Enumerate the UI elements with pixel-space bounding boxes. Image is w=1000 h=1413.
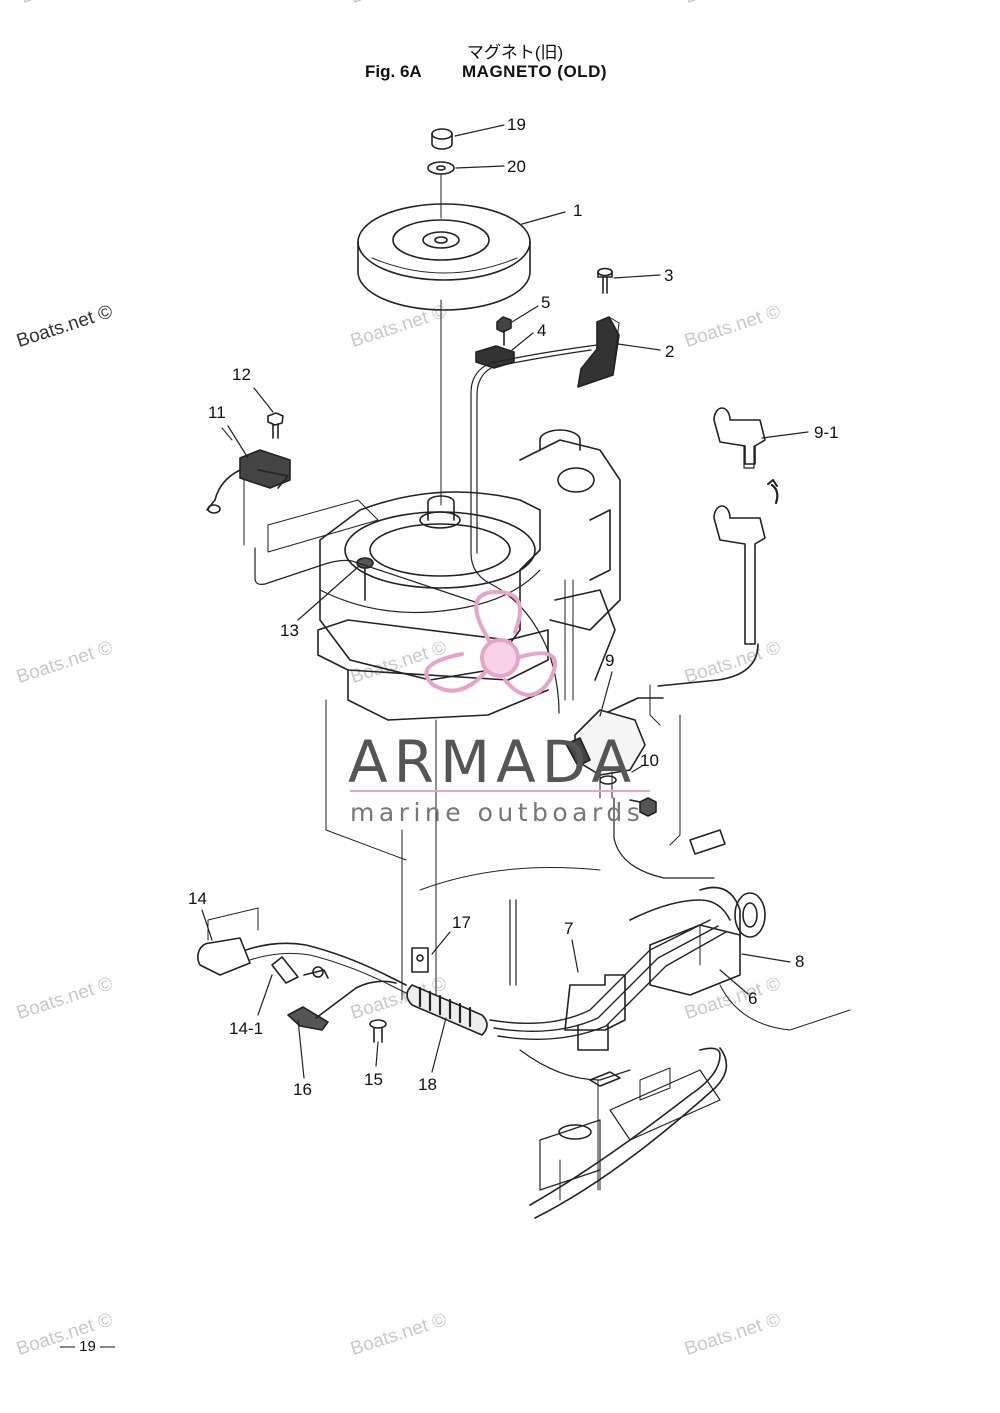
powerhead-block xyxy=(317,429,621,721)
screw-part xyxy=(496,316,512,346)
screw-part xyxy=(597,267,613,294)
callout-number: 11 xyxy=(208,403,226,422)
screw-part xyxy=(267,412,284,439)
stop-switch-part xyxy=(197,907,411,996)
grommet-part xyxy=(406,984,488,1036)
callout-number: 16 xyxy=(293,1080,312,1099)
callout-number: 1 xyxy=(573,201,582,220)
callout-number: 14 xyxy=(188,889,207,908)
figure-title: MAGNETO (OLD) xyxy=(462,62,608,81)
callout-number: 2 xyxy=(665,342,674,361)
callout-number: 4 xyxy=(537,321,546,340)
callout-number: 3 xyxy=(664,266,673,285)
callout-number: 8 xyxy=(795,952,804,971)
clip-part xyxy=(271,956,329,984)
callout-number: 9 xyxy=(605,651,614,670)
flywheel-part xyxy=(357,203,531,311)
callout-number: 14-1 xyxy=(229,1019,263,1038)
callout-number: 10 xyxy=(640,751,659,770)
callout-number: 7 xyxy=(564,919,573,938)
screw-part xyxy=(629,797,657,817)
ignition-coil-part xyxy=(565,505,766,799)
stator-screw-part xyxy=(356,557,374,601)
japanese-title: マグネト(旧) xyxy=(466,43,564,62)
figure-number: Fig. 6A xyxy=(365,62,422,81)
brand-name: ARMADA xyxy=(348,728,638,796)
brand-divider xyxy=(350,790,650,792)
callout-number: 5 xyxy=(541,293,550,312)
callout-labels: 19 20 1 3 5 4 2 12 11 9-1 13 9 10 14 17 … xyxy=(188,115,839,1099)
callout-number: 6 xyxy=(748,989,757,1008)
callout-number: 9-1 xyxy=(814,423,839,442)
cdi-unit-part xyxy=(629,886,766,996)
connector-part xyxy=(287,980,397,1031)
clamp-part xyxy=(475,345,515,369)
nut-part xyxy=(431,128,453,150)
callout-number: 20 xyxy=(507,157,526,176)
washer-part xyxy=(427,161,455,175)
switch-part xyxy=(206,449,291,546)
wire-holder-part xyxy=(564,974,626,1051)
screw-part xyxy=(369,1019,387,1043)
plug-cap-part xyxy=(713,407,766,469)
callout-number: 12 xyxy=(232,365,251,384)
callout-number: 17 xyxy=(452,913,471,932)
plate-part xyxy=(411,947,429,973)
callout-number: 13 xyxy=(280,621,299,640)
pulser-coil-part xyxy=(577,316,620,388)
armada-logo-mark xyxy=(424,589,557,697)
brand-tagline: marine outboards xyxy=(350,798,645,827)
lower-cowling-part xyxy=(529,1047,728,1219)
callout-number: 19 xyxy=(507,115,526,134)
callout-number: 15 xyxy=(364,1070,383,1089)
page-number: — 19 — xyxy=(60,1338,116,1355)
callout-number: 18 xyxy=(418,1075,437,1094)
